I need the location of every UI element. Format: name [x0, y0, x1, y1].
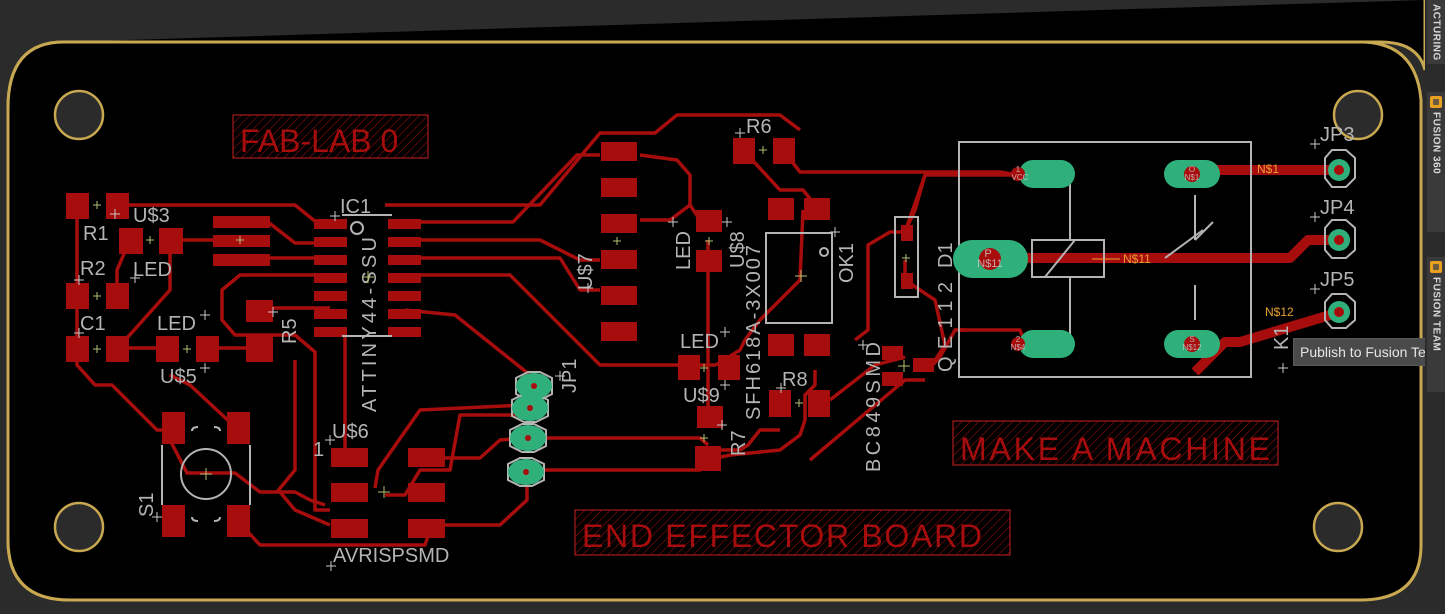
- label-jp3: JP3: [1320, 124, 1354, 146]
- label-r5: R5: [279, 318, 301, 344]
- mounting-hole-tr: [1332, 89, 1384, 141]
- pad-o-name: N$1: [1185, 173, 1200, 182]
- label-c1: C1: [80, 313, 106, 335]
- label-r7: R7: [728, 430, 750, 456]
- tab-fusion-360-label: FUSION 360: [1430, 112, 1442, 175]
- fab-lab-text: FAB-LAB 0: [240, 123, 398, 159]
- label-ic1: IC1: [340, 196, 371, 218]
- reference-crosses: [74, 128, 1320, 571]
- fusion-360-icon: [1430, 96, 1442, 108]
- label-jp4: JP4: [1320, 197, 1354, 219]
- label-led-a: LED: [133, 259, 172, 281]
- label-k1: K1: [1271, 326, 1293, 350]
- tab-fusion-team[interactable]: FUSION TEAM: [1427, 257, 1445, 392]
- tab-fusion-team-label: FUSION TEAM: [1430, 277, 1442, 352]
- tab-fusion-360[interactable]: FUSION 360: [1427, 92, 1445, 232]
- label-r1: R1: [83, 223, 109, 245]
- label-us7: U$7: [575, 253, 597, 290]
- smd-pads: [66, 138, 934, 538]
- net-label-n12: N$12: [1265, 305, 1294, 319]
- end-effector-board-text: END EFFECTOR BOARD: [582, 518, 982, 554]
- net-label-n1: N$1: [1257, 162, 1279, 176]
- label-us5: U$5: [160, 366, 197, 388]
- thru-pads: [508, 159, 1350, 485]
- tab-manufacturing[interactable]: ACTURING: [1427, 0, 1445, 64]
- label-led-c: LED: [673, 231, 695, 270]
- label-end-effector-board[interactable]: END EFFECTOR BOARD: [574, 509, 1011, 556]
- pad-n4-name: N$4: [1011, 343, 1026, 352]
- label-sfh: SFH618A-3X007: [743, 245, 765, 420]
- label-bc849: BC849SMD: [863, 342, 885, 472]
- net-label-n11: N$11: [1123, 252, 1151, 266]
- label-us9: U$9: [683, 385, 720, 407]
- pad-n4-num: 2: [1016, 335, 1021, 344]
- pad-vcc-num: 1: [1016, 165, 1021, 174]
- label-us6: U$6: [332, 421, 369, 443]
- mounting-hole-tl: [53, 89, 105, 141]
- label-ok1: OK1: [836, 243, 858, 283]
- label-avrisp: AVRISPSMD: [333, 545, 449, 567]
- label-led-d: LED: [680, 331, 719, 353]
- label-qe112: QE112: [935, 282, 957, 372]
- pad-o-num: O: [1189, 165, 1195, 174]
- label-led-b: LED: [157, 313, 196, 335]
- make-a-machine-text: MAKE A MACHINE: [960, 431, 1270, 467]
- mounting-hole-br: [1312, 501, 1364, 553]
- label-r8: R8: [782, 369, 808, 391]
- pad-s-name: N$12: [1182, 343, 1202, 352]
- label-jp1: JP1: [559, 359, 581, 393]
- fusion-team-icon: [1430, 261, 1442, 273]
- right-side-panel: ACTURING FUSION 360 FUSION TEAM: [1425, 0, 1445, 614]
- mounting-hole-bl: [53, 501, 105, 553]
- silkscreen: [161, 141, 1356, 522]
- label-fab-lab[interactable]: FAB-LAB 0: [232, 114, 429, 159]
- origin-markers: [93, 146, 910, 498]
- label-r6: R6: [746, 116, 772, 138]
- pad-s-num: S: [1189, 335, 1194, 344]
- pad-p-name: N$11: [977, 258, 1002, 270]
- copper-traces: [75, 113, 1027, 547]
- label-pin1: 1: [313, 439, 324, 461]
- label-r2: R2: [80, 258, 106, 280]
- publish-tooltip: Publish to Fusion Team: [1293, 338, 1445, 366]
- pad-p-num: P: [984, 248, 991, 260]
- label-us8: U$8: [727, 231, 749, 268]
- label-d1: D1: [935, 242, 957, 268]
- label-jp5: JP5: [1320, 269, 1354, 291]
- label-s1: S1: [136, 493, 158, 517]
- pad-vcc-name: VCC: [1012, 173, 1029, 182]
- label-make-a-machine[interactable]: MAKE A MACHINE: [952, 420, 1279, 467]
- tab-manufacturing-label: ACTURING: [1430, 4, 1442, 61]
- label-us3: U$3: [133, 205, 170, 227]
